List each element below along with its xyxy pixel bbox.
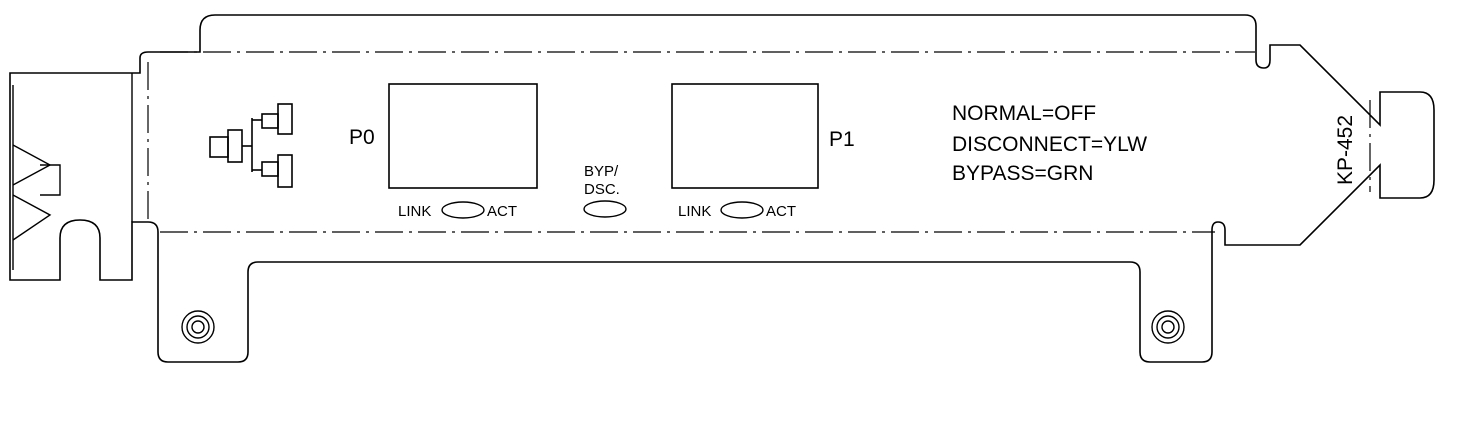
left-tab-details	[12, 73, 133, 270]
port-p0-label: P0	[349, 126, 375, 149]
mounting-hole-right	[1151, 310, 1185, 344]
legend-bypass: BYPASS=GRN	[952, 162, 1093, 185]
port-p0-link-label: LINK	[398, 203, 431, 220]
bypass-led	[583, 200, 627, 218]
port-p1-label: P1	[829, 128, 855, 151]
port-p1-act-label: ACT	[766, 203, 796, 220]
bracket-outline	[9, 14, 1435, 363]
legend-disconnect: DISCONNECT=YLW	[952, 133, 1147, 156]
model-label: KP-452	[1334, 115, 1357, 185]
port-p0-window	[388, 83, 538, 189]
port-p0-led	[441, 201, 485, 219]
port-p0-act-label: ACT	[487, 203, 517, 220]
legend-normal: NORMAL=OFF	[952, 102, 1096, 125]
fold-lines	[147, 51, 1371, 233]
port-p1-link-label: LINK	[678, 203, 711, 220]
bypass-led-label-2: DSC.	[584, 181, 620, 198]
port-p1-led	[720, 201, 764, 219]
network-topology-icon	[209, 103, 293, 188]
mounting-hole-left	[181, 310, 215, 344]
port-p1-window	[671, 83, 819, 189]
bypass-led-label-1: BYP/	[584, 163, 619, 180]
